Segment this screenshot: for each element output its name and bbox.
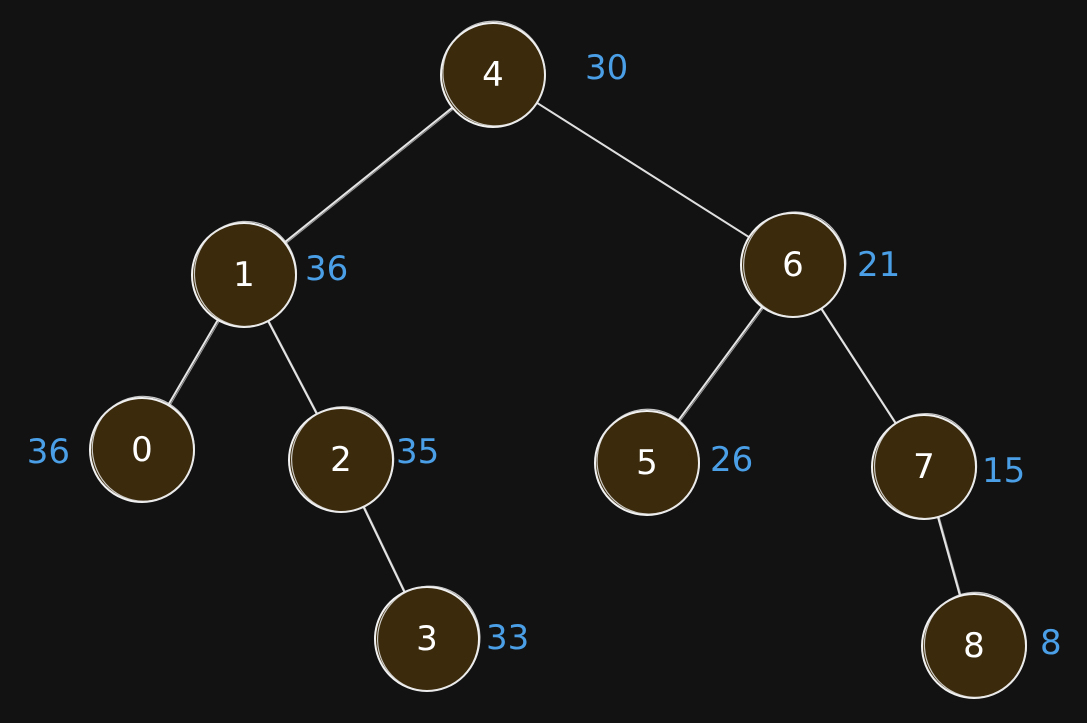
edge-6-7	[818, 304, 899, 428]
tree-node-3: 3	[374, 585, 481, 692]
node-outline-5	[596, 408, 700, 515]
node-weight-1: 36	[305, 249, 348, 289]
node-outline-6	[743, 211, 847, 318]
node-outline-4	[442, 20, 546, 127]
edge-2-3	[360, 502, 408, 597]
node-outline-2	[290, 406, 395, 513]
node-weight-2: 35	[396, 432, 439, 472]
edge-sketch-2-3	[362, 504, 409, 597]
node-weight-0: 36	[27, 432, 70, 472]
edge-sketch-6-5	[676, 304, 767, 426]
edge-sketch-1-2	[267, 318, 321, 419]
node-label-3: 3	[416, 619, 438, 659]
node-weight-5: 26	[710, 440, 753, 480]
tree-node-7: 7	[871, 412, 978, 520]
tree-node-6: 6	[740, 211, 847, 318]
node-label-0: 0	[131, 430, 153, 470]
node-weight-6: 21	[857, 245, 900, 285]
edges-layer	[165, 99, 964, 601]
node-label-2: 2	[330, 440, 352, 480]
node-label-8: 8	[963, 626, 985, 666]
tree-node-0: 0	[89, 395, 195, 503]
tree-node-8: 8	[921, 591, 1028, 699]
edge-sketch-4-1	[282, 105, 458, 247]
node-outline-8	[923, 591, 1028, 698]
edge-1-2	[265, 317, 320, 418]
edge-sketch-7-8	[937, 514, 964, 601]
tree-node-5: 5	[594, 408, 700, 516]
node-weight-4: 30	[585, 48, 628, 88]
tree-node-4: 4	[440, 20, 546, 128]
node-weight-7: 15	[982, 451, 1025, 491]
node-label-7: 7	[913, 447, 935, 487]
node-label-4: 4	[482, 55, 504, 95]
nodes-layer: 4 1 6 0 2 5 7 3 8	[89, 20, 1028, 699]
node-weight-3: 33	[486, 618, 529, 658]
edge-sketch-1-0	[167, 317, 222, 410]
edge-6-5	[674, 303, 766, 425]
node-label-6: 6	[782, 245, 804, 285]
tree-node-2: 2	[288, 406, 395, 513]
edge-4-1	[280, 104, 457, 246]
node-label-1: 1	[233, 255, 255, 295]
node-outline-3	[376, 585, 481, 692]
node-outline-7	[873, 412, 978, 520]
edge-1-0	[165, 315, 221, 410]
node-outline-1	[193, 220, 298, 328]
node-weight-8: 8	[1040, 623, 1062, 663]
tree-node-1: 1	[191, 220, 298, 328]
node-label-5: 5	[636, 443, 658, 483]
edge-sketch-4-6	[534, 101, 755, 241]
edge-7-8	[935, 512, 963, 601]
node-outline-0	[91, 395, 195, 502]
edge-sketch-6-7	[820, 306, 900, 428]
